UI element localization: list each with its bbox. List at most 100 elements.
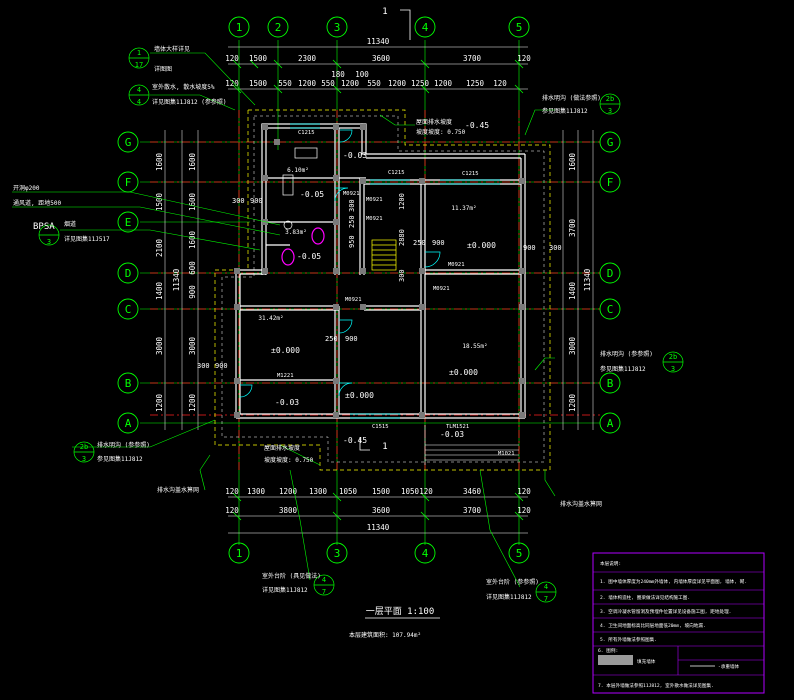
note8-text2: 参见图集11J812 <box>97 455 143 463</box>
dim-top-r2-8: 1250 <box>411 79 430 88</box>
callout-circles <box>38 47 684 603</box>
dim-inner-1: 900 <box>250 197 263 205</box>
dim-inner-11: 250 <box>348 215 356 228</box>
dim-bot-r1-4: 1050 <box>339 487 358 496</box>
axis-left-G: G <box>125 136 132 149</box>
dim-left-i-4: 900 <box>188 285 197 299</box>
axis-bottom-1: 1 <box>236 547 243 560</box>
legend-line2: 2. 墙体构造柱, 圈梁做法详见结构施工图. <box>600 594 690 601</box>
note1-text1: 墙体大样详见 <box>154 45 190 53</box>
dim-top-r2-11: 120 <box>493 79 507 88</box>
dim-bot-r1-0: 120 <box>225 487 239 496</box>
dim-top-r2-5: 1200 <box>341 79 360 88</box>
dim-inner-10: 950 <box>348 235 356 248</box>
dimension-lines <box>164 46 594 534</box>
elev-m045-bot: -0.45 <box>343 436 367 445</box>
dim-bot-r1-6: 1050 <box>401 487 420 496</box>
axis-bubbles-bottom <box>228 542 530 564</box>
tag-m1021: M1021 <box>498 451 515 457</box>
note7-bot: 3 <box>671 365 675 373</box>
dim-top-r2-9: 1200 <box>434 79 453 88</box>
dim-left-i-2: 1600 <box>188 230 197 249</box>
dim-left-i-3: 600 <box>188 261 197 275</box>
dim-bot-r1-7: 120 <box>419 487 433 496</box>
note2-text1: 室外散水, 散水坡度5% <box>152 83 215 91</box>
axis-top-1: 1 <box>236 21 243 34</box>
tag-tlm1521: TLM1521 <box>446 424 469 430</box>
tag-c1215-b: C1215 <box>388 170 405 176</box>
note13-text2: 详见图集11J812 <box>486 593 532 601</box>
axis-left-F: F <box>125 176 132 189</box>
note5-text2: 通风道, 距地500 <box>13 199 61 207</box>
note4-bot: 3 <box>608 107 612 115</box>
tag-m0921-c: M0921 <box>343 191 360 197</box>
legend-line4: 4. 卫生间地面标高比同层地面低20mm, 坡向地漏. <box>600 622 706 629</box>
tag-c1215-a: C1215 <box>298 130 315 136</box>
legend-line3: 3. 空调冷凝水管留洞及预埋件位置详见设备施工图, 距地处理. <box>600 608 731 615</box>
note7-text1: 排水明沟 (参参照) <box>600 350 653 358</box>
dim-left-i-0: 1600 <box>188 152 197 171</box>
room-area-4: 31.42m² <box>258 315 283 322</box>
dim-left-o-0: 1600 <box>155 152 164 171</box>
note2-bot: 4 <box>137 98 141 106</box>
axis-bubbles-top <box>228 16 530 38</box>
axis-left-D: D <box>125 267 132 280</box>
dimension-ticks <box>232 59 524 521</box>
dim-left-i-1: 1600 <box>188 192 197 211</box>
dim-bot-total: 11340 <box>367 523 390 532</box>
note9-text1: 屋面排水坡度 <box>264 444 300 452</box>
dim-left-o-3: 1400 <box>155 281 164 300</box>
elev-m003: -0.03 <box>343 151 367 160</box>
elev-000-d: ±0.000 <box>345 391 374 400</box>
walls <box>235 123 526 419</box>
dim-bot-r1-5: 1500 <box>372 487 391 496</box>
dim-top-r2-1: 1500 <box>249 79 268 88</box>
dim-right-o-1: 3700 <box>568 218 577 237</box>
dim-inner-4: 250 <box>325 335 338 343</box>
drawing-title: 一层平面 1:100 <box>366 606 435 617</box>
tag-c1215-c: C1215 <box>462 171 479 177</box>
axis-top-3: 3 <box>334 21 341 34</box>
room-area-1: 6.10m² <box>287 167 309 174</box>
dim-inner-15: 300 <box>398 269 406 282</box>
dim-inner-0: 300 <box>232 197 245 205</box>
note2-text2: 详见图集11J812 (参参照) <box>152 98 227 106</box>
dim-bot-r2-1: 3800 <box>279 506 298 515</box>
dim-right-o-3: 3000 <box>568 336 577 355</box>
dim-right-o-0: 1600 <box>568 152 577 171</box>
note10: 排水沟盖水箅网 <box>157 486 199 494</box>
legend-item2: -承重墙体 <box>718 663 740 670</box>
legend-heading: 本层说明: <box>600 560 621 567</box>
axis-right-A: A <box>607 417 614 430</box>
note1-bot: 17 <box>135 61 143 69</box>
windows <box>290 123 500 419</box>
note12-bot: 7 <box>322 588 326 596</box>
elev-000-a: ±0.000 <box>467 241 496 250</box>
dim-bot-r2-0: 120 <box>225 506 239 515</box>
dim-top-r1-4: 3700 <box>463 54 482 63</box>
dim-right-o-4: 1200 <box>568 393 577 412</box>
axis-right-G: G <box>607 136 614 149</box>
dim-top-180: 180 <box>331 70 345 79</box>
dim-inner-12: 300 <box>348 199 356 212</box>
door-swings <box>239 129 441 398</box>
axis-left-B: B <box>125 377 132 390</box>
dim-inner-3: 900 <box>215 362 228 370</box>
dim-inner-9: 300 <box>549 244 562 252</box>
note13-bot: 7 <box>544 595 548 603</box>
note3-text2: 坡度坡度: 0.750 <box>416 128 466 136</box>
stair <box>371 239 397 271</box>
dim-top-r2-10: 1250 <box>466 79 485 88</box>
dim-inner-13: 1200 <box>398 193 406 210</box>
dim-top-r2-6: 550 <box>367 79 381 88</box>
dim-left-o-5: 1200 <box>155 393 164 412</box>
note7-text2: 参见图集11J812 <box>600 365 646 373</box>
dim-bot-r1-9: 120 <box>517 487 531 496</box>
note9-text2: 坡度坡度: 0.750 <box>264 456 314 464</box>
tag-m0921-a: M0921 <box>345 297 362 303</box>
legend-line7: 7. 本层外墙做法参照11J812, 室外散水做法详见图集. <box>598 682 714 689</box>
dim-top-r1-1: 1500 <box>249 54 268 63</box>
note12-text1: 室外台阶 (具见做法) <box>262 572 321 580</box>
dim-top-r2-0: 120 <box>225 79 239 88</box>
